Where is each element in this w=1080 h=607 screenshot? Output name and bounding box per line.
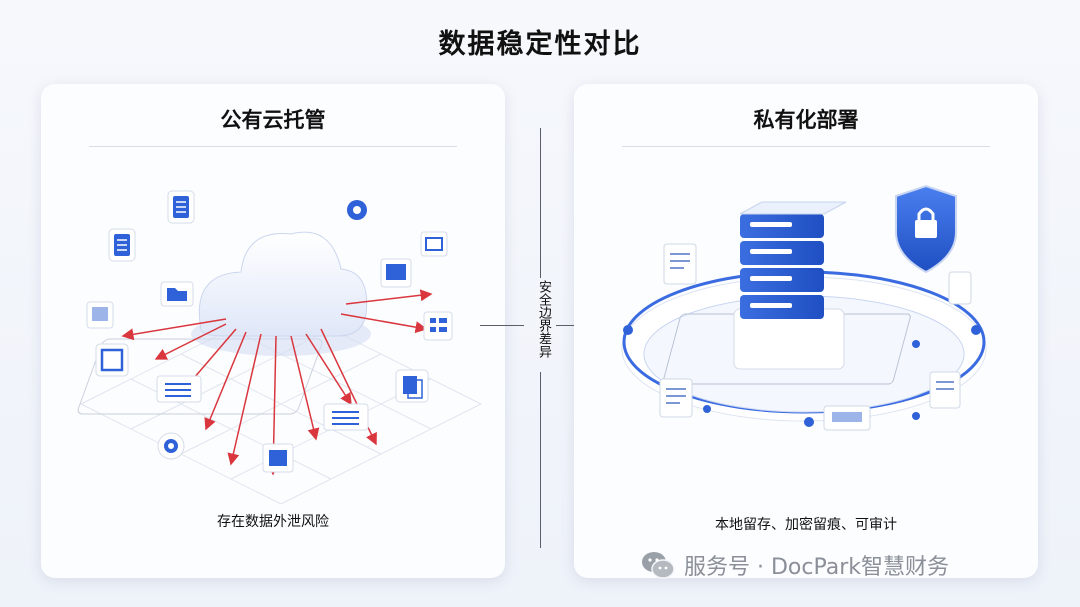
public-cloud-illustration [77, 190, 483, 504]
public-cloud-title: 公有云托管 [220, 108, 326, 132]
tag-icon [157, 432, 185, 460]
image-icon [95, 343, 129, 377]
private-deployment-panel: 私有化部署 [574, 84, 1038, 578]
folder-icon [160, 281, 194, 307]
watermark: 服务号 · DocPark智慧财务 [640, 548, 949, 582]
printer-icon [262, 443, 294, 473]
boundary-line-bottom [540, 372, 541, 548]
document-icon [929, 371, 961, 409]
security-boundary-label: 安全边界差异 [536, 280, 551, 358]
public-cloud-panel: 公有云托管 [41, 84, 505, 578]
private-deployment-caption: 本地留存、加密留痕、可审计 [715, 517, 897, 533]
server-icon [733, 201, 847, 370]
wechat-icon [642, 552, 675, 579]
document-icon [167, 190, 195, 224]
private-deployment-illustration [621, 184, 987, 431]
panel-divider [622, 146, 990, 147]
folder-icon [86, 301, 114, 329]
shield-lock-icon [895, 184, 957, 274]
page-title: 数据稳定性对比 [438, 29, 642, 60]
private-deployment-title: 私有化部署 [753, 108, 859, 132]
document-icon [948, 271, 972, 305]
watermark-text: 服务号 · DocPark智慧财务 [684, 555, 950, 580]
printer-icon [823, 405, 871, 431]
public-cloud-caption: 存在数据外泄风险 [217, 514, 329, 530]
cloud-icon [191, 231, 371, 356]
chart-icon [380, 258, 412, 288]
list-icon [156, 375, 202, 403]
boundary-connector-left [480, 325, 524, 326]
copy-icon [395, 369, 429, 403]
document-icon [108, 228, 136, 262]
list-icon [323, 403, 369, 431]
document-icon [659, 378, 693, 418]
panel-divider [89, 146, 457, 147]
list-icon [423, 311, 453, 341]
window-icon [420, 231, 448, 257]
gear-icon [347, 200, 367, 220]
document-icon [663, 243, 697, 285]
boundary-line-top [540, 128, 541, 278]
